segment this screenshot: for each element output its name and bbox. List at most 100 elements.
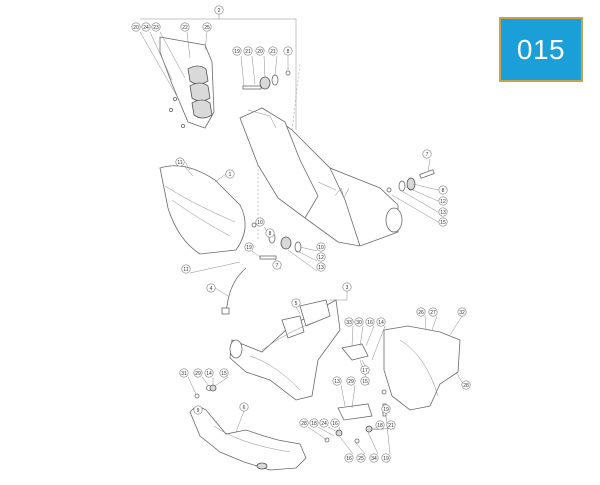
callout-19: 19 bbox=[232, 46, 242, 56]
callout-circle bbox=[344, 317, 354, 327]
callout-11: 11 bbox=[175, 157, 185, 167]
belly-pan-6 bbox=[189, 407, 307, 471]
callout-number: 25 bbox=[358, 456, 364, 462]
callout-29: 29 bbox=[193, 368, 203, 378]
callout-number: 3 bbox=[346, 285, 349, 291]
callout-circle bbox=[265, 228, 275, 238]
callout-number: 11 bbox=[177, 160, 182, 166]
callout-6: 6 bbox=[239, 402, 249, 412]
callout-13: 13 bbox=[332, 376, 342, 386]
callout-circle bbox=[219, 368, 229, 378]
callout-34: 34 bbox=[369, 453, 379, 463]
callout-number: 7 bbox=[276, 263, 279, 269]
page-number: 015 bbox=[516, 33, 566, 65]
callout-number: 30 bbox=[356, 320, 362, 326]
callout-number: 11 bbox=[183, 267, 188, 273]
callout-27: 27 bbox=[428, 307, 438, 317]
muffler-body bbox=[239, 63, 403, 247]
callout-circle bbox=[461, 380, 471, 390]
callout-number: 15 bbox=[440, 220, 446, 226]
callout-21: 21 bbox=[386, 420, 396, 430]
callout-circle bbox=[438, 185, 448, 195]
side-shield-32 bbox=[383, 315, 467, 411]
callout-8: 8 bbox=[283, 46, 293, 56]
callout-15: 15 bbox=[219, 368, 229, 378]
callout-circle bbox=[180, 22, 190, 32]
callout-12: 12 bbox=[316, 252, 326, 262]
callout-circle bbox=[299, 418, 309, 428]
callout-circle bbox=[193, 405, 203, 415]
callout-26: 26 bbox=[416, 307, 426, 317]
callout-number: 9 bbox=[197, 408, 200, 414]
callout-circle bbox=[360, 376, 370, 386]
callout-circle bbox=[214, 5, 224, 15]
callout-9: 9 bbox=[193, 405, 203, 415]
callout-circle bbox=[342, 282, 352, 292]
callout-circle bbox=[316, 252, 326, 262]
callout-number: 13 bbox=[334, 379, 340, 385]
muffler-end-cap-assembly bbox=[139, 31, 215, 129]
callout-circle bbox=[354, 317, 364, 327]
callout-14: 14 bbox=[376, 317, 386, 327]
callout-number: 2 bbox=[218, 8, 221, 14]
callout-circle bbox=[369, 453, 379, 463]
callout-29: 29 bbox=[346, 376, 356, 386]
callout-circle bbox=[428, 307, 438, 317]
callout-circle bbox=[365, 317, 375, 327]
callout-number: 8 bbox=[442, 188, 445, 194]
callout-13: 13 bbox=[438, 207, 448, 217]
callout-number: 19 bbox=[383, 456, 389, 462]
callout-18: 18 bbox=[309, 418, 319, 428]
callout-number: 22 bbox=[182, 25, 188, 31]
bracket-hardware-lower bbox=[187, 325, 396, 455]
callout-number: 27 bbox=[430, 310, 436, 316]
callout-number: 16 bbox=[332, 421, 338, 427]
callout-circle bbox=[291, 298, 301, 308]
callout-20: 20 bbox=[255, 46, 265, 56]
callout-number: 29 bbox=[348, 379, 354, 385]
callout-circle bbox=[244, 242, 254, 252]
callout-circle bbox=[181, 264, 191, 274]
callout-circle bbox=[416, 307, 426, 317]
callout-22: 22 bbox=[180, 22, 190, 32]
page-number-badge: 015 bbox=[499, 17, 583, 82]
callout-number: 16 bbox=[346, 456, 352, 462]
callout-32: 32 bbox=[457, 307, 467, 317]
callout-4: 4 bbox=[206, 283, 216, 293]
callout-23: 23 bbox=[151, 22, 161, 32]
callout-number: 13 bbox=[318, 265, 324, 271]
callout-28: 28 bbox=[299, 418, 309, 428]
callout-18: 18 bbox=[375, 420, 385, 430]
callout-number: 19 bbox=[234, 49, 240, 55]
callout-circle bbox=[332, 376, 342, 386]
callout-circle bbox=[141, 22, 151, 32]
callout-number: 31 bbox=[181, 371, 187, 377]
callout-19: 19 bbox=[381, 404, 391, 414]
callout-15: 15 bbox=[438, 217, 448, 227]
callout-number: 23 bbox=[153, 25, 159, 31]
callout-25: 25 bbox=[356, 453, 366, 463]
callout-number: 18 bbox=[377, 423, 383, 429]
callout-1: 1 bbox=[225, 169, 235, 179]
callout-24: 24 bbox=[319, 418, 329, 428]
callout-number: 6 bbox=[243, 405, 246, 411]
callout-circle bbox=[309, 418, 319, 428]
callout-14: 14 bbox=[204, 368, 214, 378]
callout-number: 1 bbox=[229, 172, 232, 178]
callout-33: 33 bbox=[344, 317, 354, 327]
callout-number: 5 bbox=[295, 301, 298, 307]
callout-number: 34 bbox=[371, 456, 377, 462]
callout-number: 15 bbox=[362, 379, 368, 385]
callout-circle bbox=[151, 22, 161, 32]
callout-16: 16 bbox=[365, 317, 375, 327]
callout-number: 13 bbox=[440, 210, 446, 216]
callout-number: 16 bbox=[367, 320, 373, 326]
callout-number: 14 bbox=[378, 320, 384, 326]
callout-circle bbox=[175, 157, 185, 167]
callout-circle bbox=[225, 169, 235, 179]
callout-number: 19 bbox=[246, 245, 252, 251]
callout-number: 4 bbox=[210, 286, 213, 292]
callout-number: 12 bbox=[318, 255, 324, 261]
callout-number: 18 bbox=[311, 421, 317, 427]
callout-circle bbox=[206, 283, 216, 293]
